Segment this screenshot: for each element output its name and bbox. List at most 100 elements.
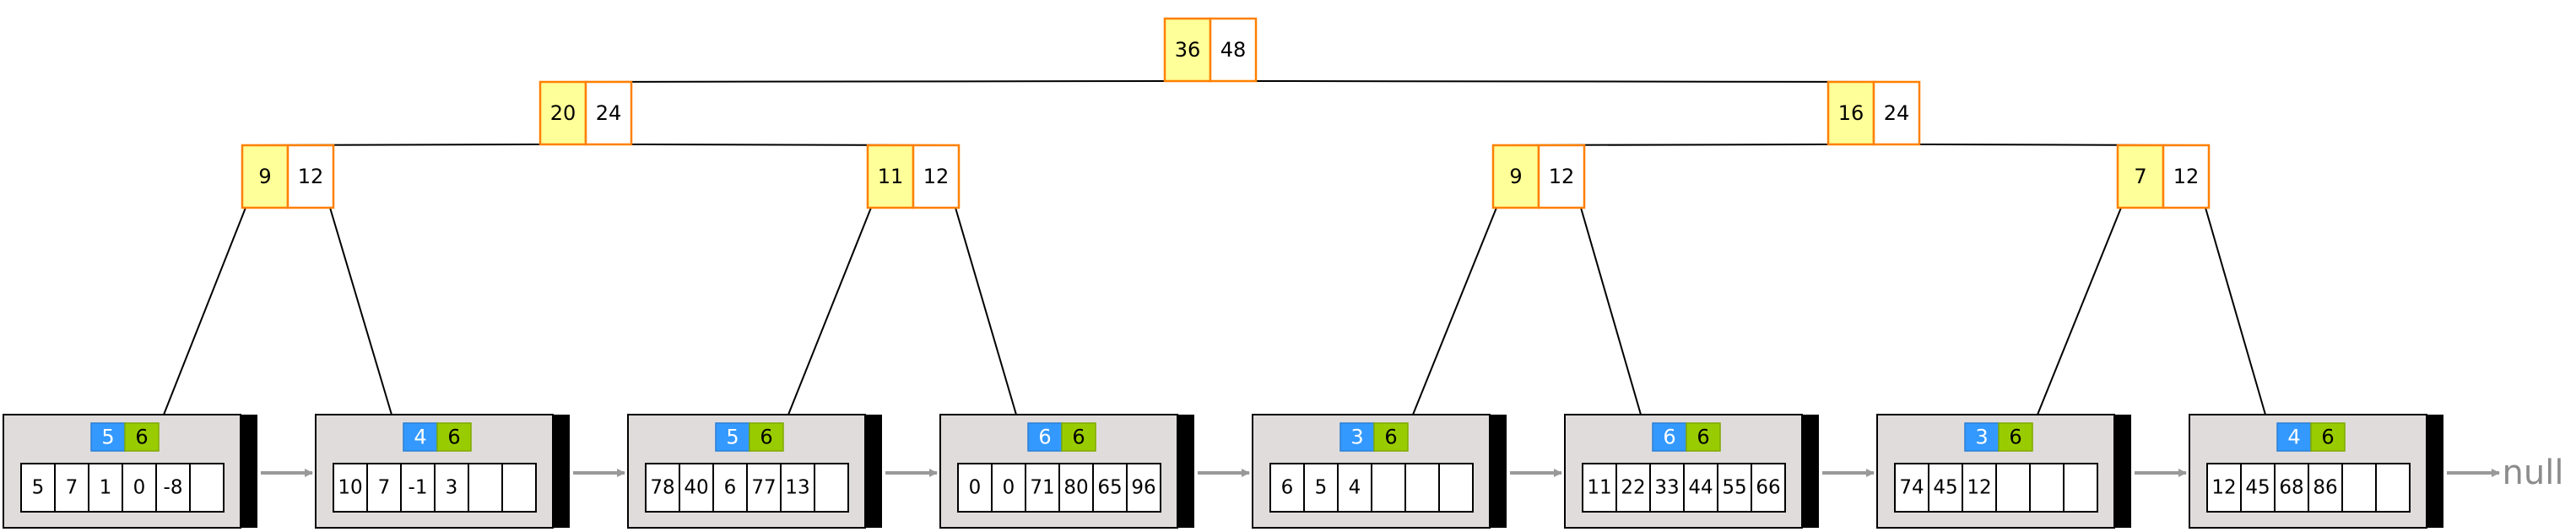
leaf-next-pointer-bar bbox=[241, 415, 257, 528]
leaf-cell bbox=[1438, 463, 1474, 513]
leaf-next-pointer-bar bbox=[553, 415, 570, 528]
leaf-cell-value: 80 bbox=[1063, 477, 1088, 499]
leaf-cell-value: 13 bbox=[785, 477, 809, 499]
tree-node-value: 12 bbox=[923, 165, 950, 188]
leaf-count: 3 bbox=[1975, 426, 1988, 449]
leaf-count: 6 bbox=[1038, 426, 1051, 449]
leaf-cell-value: 10 bbox=[338, 477, 362, 499]
leaf-cell bbox=[434, 463, 469, 513]
leaf-cell-value: 0 bbox=[1003, 477, 1015, 499]
leaf-capacity: 6 bbox=[447, 426, 460, 449]
tree-node-value: 12 bbox=[2173, 165, 2200, 188]
leaf-cell-value: 1 bbox=[100, 477, 112, 499]
leaf-count-badge bbox=[1027, 422, 1063, 452]
leaf-cell bbox=[54, 463, 89, 513]
leaf-cell bbox=[2341, 463, 2377, 513]
tree-node-key: 16 bbox=[1838, 101, 1864, 125]
leaf-cell bbox=[2375, 463, 2411, 513]
leaf-cell bbox=[1092, 463, 1128, 513]
tree-edge bbox=[1412, 207, 1497, 415]
leaf-count: 5 bbox=[726, 426, 739, 449]
leaf-cell bbox=[1404, 463, 1440, 513]
leaf-cell-value: 71 bbox=[1030, 477, 1054, 499]
leaf-capacity-badge bbox=[1061, 422, 1096, 452]
leaf-cell-value: 86 bbox=[2313, 477, 2337, 499]
leaf-count: 3 bbox=[1350, 426, 1363, 449]
leaf-capacity-badge bbox=[1998, 422, 2033, 452]
leaf-cell-value: -8 bbox=[164, 477, 183, 499]
tree-node-value: 24 bbox=[596, 101, 622, 125]
leaf-cell-value: 33 bbox=[1654, 477, 1679, 499]
leaf-capacity: 6 bbox=[1384, 426, 1397, 449]
tree-node-value-cell bbox=[1209, 17, 1258, 83]
leaf-cell bbox=[679, 463, 714, 513]
leaf-cell-value: 0 bbox=[969, 477, 982, 499]
tree-node-value: 12 bbox=[298, 165, 324, 188]
leaf-cell bbox=[155, 463, 191, 513]
tree-edge bbox=[329, 207, 392, 415]
leaf-cell-value: 4 bbox=[1349, 477, 1361, 499]
tree-node-key-cell bbox=[1491, 144, 1540, 209]
leaf-capacity: 6 bbox=[760, 426, 772, 449]
leaf-next-pointer-bar bbox=[1177, 415, 1194, 528]
leaf-capacity-badge bbox=[749, 422, 784, 452]
tree-node-key: 36 bbox=[1175, 38, 1201, 62]
leaf-cell-value: 22 bbox=[1621, 477, 1645, 499]
leaf-capacity: 6 bbox=[1697, 426, 1709, 449]
leaf-cell-value: 65 bbox=[1097, 477, 1122, 499]
leaf-cell bbox=[814, 463, 849, 513]
leaf-cell bbox=[468, 463, 503, 513]
leaf-cell-value: 74 bbox=[1899, 477, 1924, 499]
leaf-cell-value: 0 bbox=[133, 477, 146, 499]
tree-node-key-cell bbox=[1163, 17, 1212, 83]
tree-edge bbox=[553, 80, 1168, 83]
tree-node-value: 24 bbox=[1884, 101, 1910, 125]
leaf-capacity-badge bbox=[2310, 422, 2346, 452]
leaf-cell bbox=[1126, 463, 1161, 513]
tree-node-key-cell bbox=[2116, 144, 2165, 209]
leaf-cell bbox=[1303, 463, 1339, 513]
tree-edge bbox=[787, 207, 872, 415]
leaf-cell-value: 7 bbox=[66, 477, 78, 499]
leaf-capacity-badge bbox=[1373, 422, 1409, 452]
leaf-cell bbox=[2029, 463, 2065, 513]
leaf-cell bbox=[957, 463, 993, 513]
leaf-cell bbox=[1717, 463, 1752, 513]
leaf-cell bbox=[1058, 463, 1094, 513]
tree-edge bbox=[1253, 80, 1907, 83]
leaf-cell bbox=[1615, 463, 1651, 513]
tree-edge bbox=[955, 207, 1017, 415]
tree-node-value-cell bbox=[286, 144, 335, 209]
tree-node-value: 12 bbox=[1549, 165, 1575, 188]
leaf-cell bbox=[2308, 463, 2343, 513]
leaf-cell-value: 44 bbox=[1688, 477, 1713, 499]
leaf-links: null bbox=[261, 453, 2563, 492]
leaf-capacity: 6 bbox=[2009, 426, 2021, 449]
leaf-cell bbox=[1995, 463, 2031, 513]
leaf-capacity: 6 bbox=[135, 426, 148, 449]
tree-edge bbox=[163, 207, 246, 415]
leaf-capacity-badge bbox=[1686, 422, 1721, 452]
leaf-cell bbox=[1751, 463, 1786, 513]
leaf-cell bbox=[88, 463, 123, 513]
leaf-cell bbox=[1582, 463, 1617, 513]
leaf-cell bbox=[400, 463, 436, 513]
leaf-cell bbox=[1337, 463, 1372, 513]
leaf-cell-value: 5 bbox=[32, 477, 45, 499]
leaf-cell-value: 45 bbox=[1933, 477, 1957, 499]
leaf-cell-value: 6 bbox=[724, 477, 737, 499]
leaf-cell bbox=[991, 463, 1026, 513]
leaf-cell-value: 11 bbox=[1587, 477, 1611, 499]
tree-node-key: 20 bbox=[550, 101, 576, 125]
leaf-cell-value: 66 bbox=[1756, 477, 1780, 499]
leaf-count: 4 bbox=[2287, 426, 2300, 449]
